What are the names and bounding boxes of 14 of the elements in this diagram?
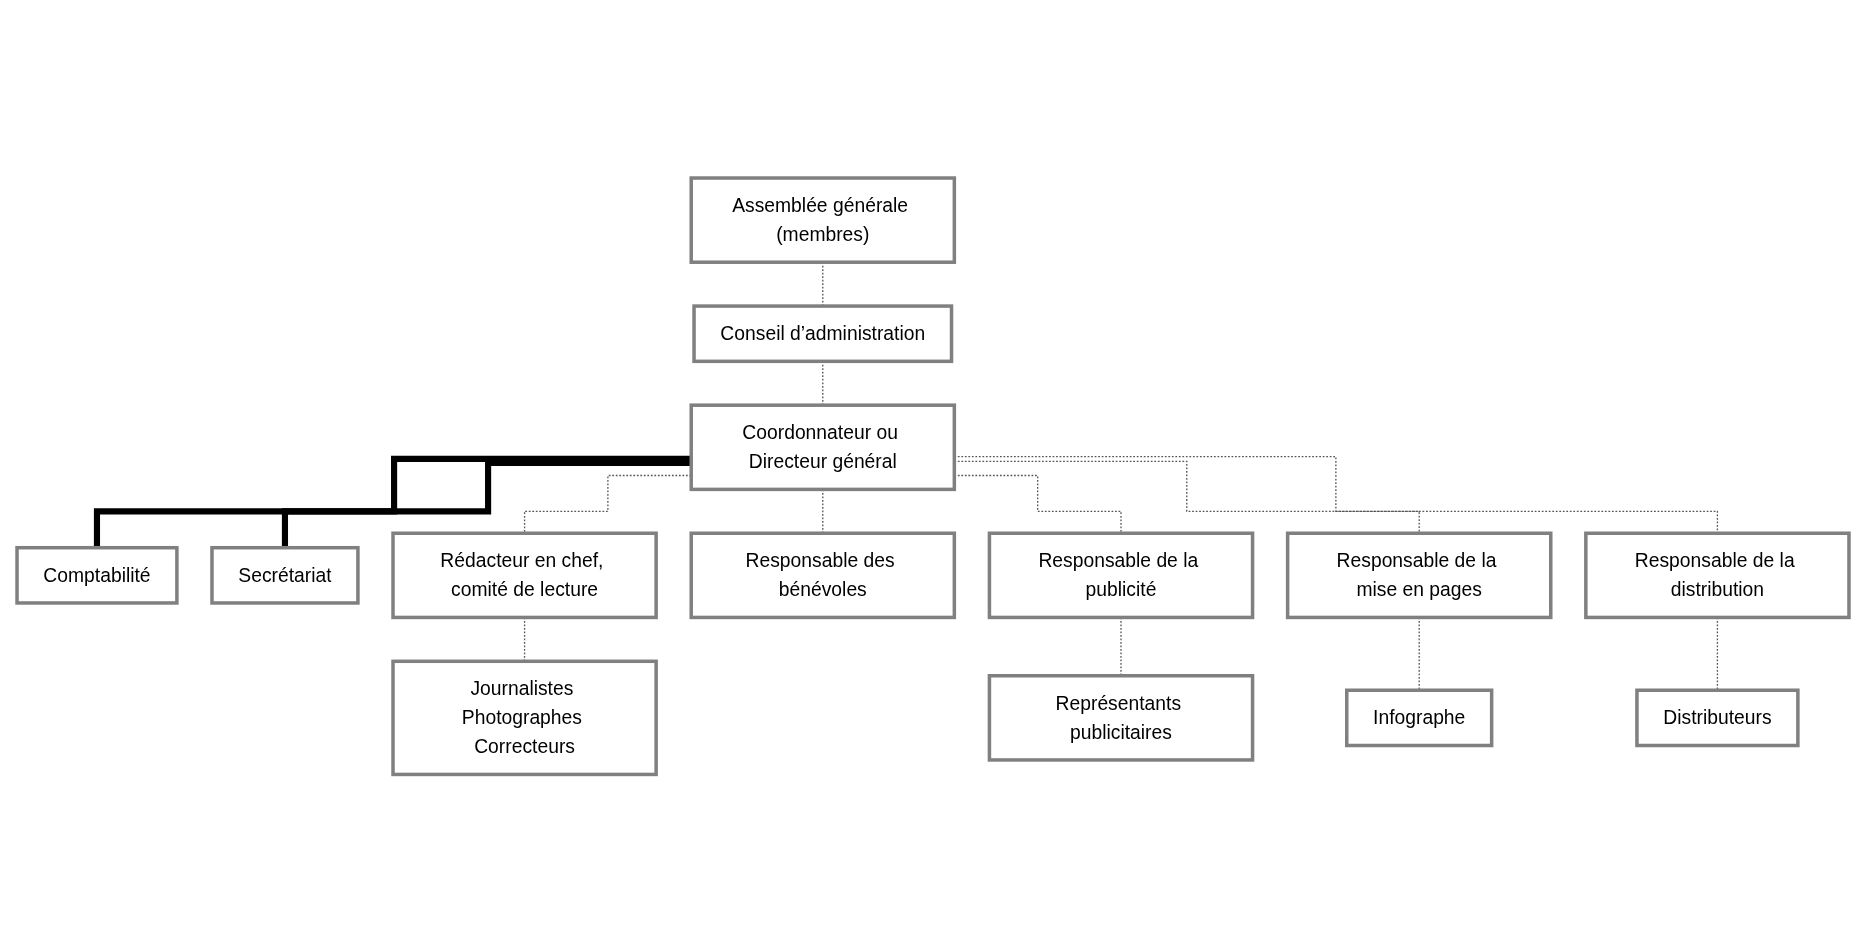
- node-box: Responsable de la distribution: [1584, 531, 1851, 619]
- node-box: Représentants publicitaires: [987, 673, 1255, 762]
- node-box: Coordonnateur ou Directeur général: [689, 403, 957, 491]
- node-box: Journalistes Photographes Correcteurs: [391, 659, 658, 776]
- node-box: Conseil d’administration: [692, 304, 954, 363]
- node-box: Rédacteur en chef, comité de lecture: [391, 531, 658, 619]
- node-box: Responsable des bénévoles: [689, 531, 957, 619]
- node-box: Responsable de la publicité: [987, 531, 1255, 619]
- node-box: Comptabilité: [15, 545, 179, 605]
- node-box: Infographe: [1345, 688, 1494, 747]
- node-box: Responsable de la mise en pages: [1285, 531, 1553, 619]
- node-box: Distributeurs: [1635, 688, 1800, 747]
- node-box: Secrétariat: [210, 545, 360, 605]
- node-box: Assemblée générale (membres): [689, 176, 957, 264]
